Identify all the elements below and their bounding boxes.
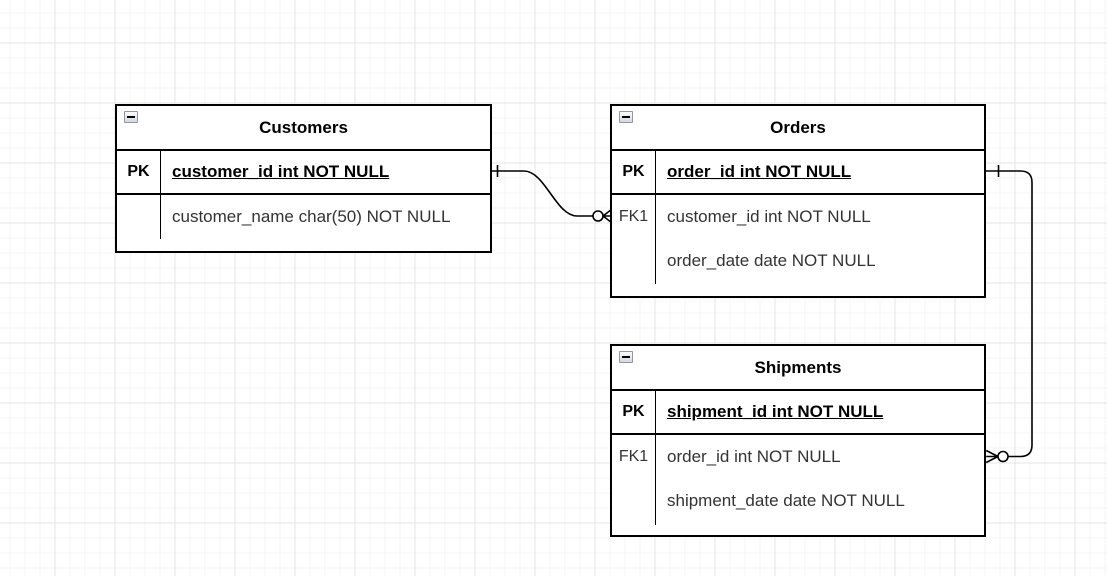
attribute-row[interactable]: customer_name char(50) NOT NULL (117, 195, 490, 239)
entity-title: Customers (259, 117, 348, 137)
attribute-text: shipment_date date NOT NULL (667, 491, 905, 510)
attribute-row[interactable]: order_date date NOT NULL (612, 239, 984, 283)
entity-orders[interactable]: Orders PK order_id int NOT NULL FK1 cust… (610, 104, 986, 298)
entity-shipments-title-bar[interactable]: Shipments (612, 346, 984, 391)
key-label: FK1 (618, 208, 649, 225)
key-label: PK (622, 403, 645, 420)
edge-line (491, 170, 593, 217)
cardinality-zero-circle (592, 210, 604, 222)
crow-foot-many (985, 449, 999, 464)
attribute-row[interactable]: FK1 order_id int NOT NULL (612, 435, 984, 479)
attribute-row-pk[interactable]: PK order_id int NOT NULL (612, 151, 984, 195)
edge-line (986, 170, 1033, 458)
attribute-row[interactable]: shipment_date date NOT NULL (612, 479, 984, 523)
minus-glyph (622, 356, 630, 358)
key-column-divider (655, 391, 656, 525)
attribute-row-pk[interactable]: PK shipment_id int NOT NULL (612, 391, 984, 435)
attribute-text: customer_name char(50) NOT NULL (172, 207, 451, 226)
attribute-text: order_id int NOT NULL (667, 162, 852, 181)
attribute-text: order_id int NOT NULL (667, 447, 841, 466)
key-label: PK (127, 163, 150, 180)
collapse-minus-icon[interactable] (619, 351, 633, 363)
attribute-row-pk[interactable]: PK customer_id int NOT NULL (117, 151, 490, 195)
edge-customers-orders[interactable] (491, 165, 612, 223)
key-column-divider (655, 151, 656, 284)
minus-glyph (127, 116, 135, 118)
entity-orders-title-bar[interactable]: Orders (612, 106, 984, 151)
key-label (612, 479, 655, 523)
minus-glyph (622, 116, 630, 118)
attribute-text: customer_id int NOT NULL (172, 162, 390, 181)
entity-title: Shipments (754, 357, 842, 377)
entity-shipments[interactable]: Shipments PK shipment_id int NOT NULL FK… (610, 344, 986, 537)
key-label: PK (622, 163, 645, 180)
entity-title: Orders (770, 117, 826, 137)
key-column-divider (160, 151, 161, 239)
attribute-text: order_date date NOT NULL (667, 251, 876, 270)
collapse-minus-icon[interactable] (619, 111, 633, 123)
attribute-text: shipment_id int NOT NULL (667, 402, 884, 421)
cardinality-zero-circle (997, 450, 1009, 463)
key-label (612, 239, 655, 283)
attribute-text: customer_id int NOT NULL (667, 207, 871, 226)
entity-customers-title-bar[interactable]: Customers (117, 106, 490, 151)
collapse-minus-icon[interactable] (124, 111, 138, 123)
edge-orders-shipments[interactable] (985, 165, 1033, 464)
attribute-row[interactable]: FK1 customer_id int NOT NULL (612, 195, 984, 239)
key-label: FK1 (618, 448, 649, 465)
entity-customers[interactable]: Customers PK customer_id int NOT NULL cu… (115, 104, 492, 253)
key-label (117, 195, 160, 239)
